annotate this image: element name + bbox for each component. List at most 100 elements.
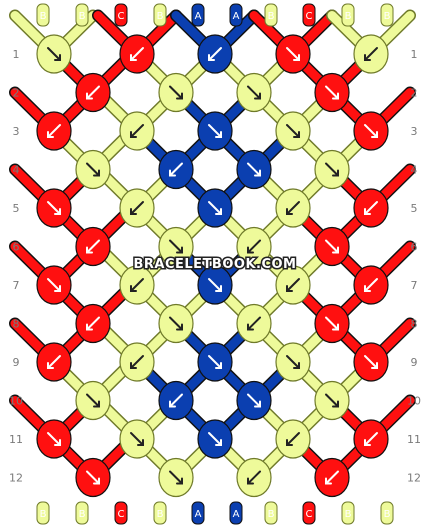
knot-direction-arrow-icon	[364, 355, 378, 369]
knot-direction-arrowhead-icon	[254, 400, 261, 408]
string-bottom	[36, 501, 50, 525]
knot-direction-arrowhead-icon	[130, 131, 137, 138]
row-number-left: 8	[13, 318, 20, 331]
string-bottom-label: C	[306, 509, 313, 520]
string-bottom	[153, 501, 167, 525]
knot-direction-arrowhead-icon	[364, 208, 371, 215]
knot-direction-arrowhead-icon	[215, 208, 222, 215]
row-number-left: 5	[13, 202, 20, 215]
string-bottom	[302, 501, 316, 525]
string-bottom-label: B	[157, 509, 164, 520]
knot-direction-arrow-icon	[208, 47, 222, 61]
knot-direction-arrowhead-icon	[371, 131, 378, 138]
row-number-right: 12	[407, 472, 421, 485]
knot-direction-arrow-icon	[325, 85, 339, 100]
row-number-right: 11	[407, 433, 421, 446]
knot-direction-arrowhead-icon	[247, 246, 254, 254]
row-number-right: 8	[411, 318, 418, 331]
knot-direction-arrowhead-icon	[332, 169, 339, 177]
knot-direction-arrowhead-icon	[286, 208, 293, 215]
knot-direction-arrow-icon	[325, 162, 339, 177]
knot-direction-arrowhead-icon	[176, 92, 183, 100]
knot-direction-arrowhead-icon	[47, 131, 54, 138]
knot-direction-arrowhead-icon	[364, 439, 371, 446]
knot-direction-arrow-icon	[169, 85, 183, 100]
knot-direction-arrowhead-icon	[176, 246, 183, 254]
string-bottom-label: B	[345, 509, 352, 520]
knot-direction-arrowhead-icon	[364, 285, 371, 292]
knot-direction-arrow-icon	[364, 201, 378, 215]
knot-direction-arrowhead-icon	[169, 400, 176, 408]
row-number-right: 1	[411, 48, 418, 61]
string-top	[302, 3, 316, 27]
knot-direction-arrowhead-icon	[93, 169, 100, 177]
knot-direction-arrowhead-icon	[254, 169, 261, 177]
knot-direction-arrowhead-icon	[54, 439, 61, 446]
knot-direction-arrowhead-icon	[47, 362, 54, 369]
row-number-left: 9	[13, 356, 20, 369]
knot-direction-arrow-icon	[325, 470, 339, 485]
string-top	[114, 3, 128, 27]
row-number-right: 7	[411, 279, 418, 292]
knot-direction-arrowhead-icon	[247, 323, 254, 331]
string-top-label: B	[268, 11, 275, 22]
knot-direction-arrow-icon	[247, 393, 261, 408]
knot-direction-arrowhead-icon	[130, 54, 137, 61]
knot-direction-arrowhead-icon	[54, 285, 61, 292]
knot-direction-arrow-icon	[130, 432, 144, 446]
knot-direction-arrow-icon	[208, 201, 222, 215]
string-top-label: B	[79, 11, 86, 22]
knot-direction-arrow-icon	[208, 355, 222, 369]
knot-direction-arrowhead-icon	[364, 54, 371, 61]
string-top	[153, 3, 167, 27]
row-number-left: 4	[13, 164, 20, 177]
string-top	[380, 3, 394, 27]
knot-grid	[36, 34, 389, 498]
knot-direction-arrowhead-icon	[247, 477, 254, 485]
knot-direction-arrowhead-icon	[293, 362, 300, 369]
knot-direction-arrow-icon	[286, 201, 300, 215]
string-bottom-label: B	[79, 509, 86, 520]
row-number-right: 5	[411, 202, 418, 215]
string-bottom	[114, 501, 128, 525]
string-bottom-label: B	[384, 509, 391, 520]
string-bottom	[75, 501, 89, 525]
knot-direction-arrow-icon	[208, 124, 222, 138]
row-number-left: 10	[9, 395, 23, 408]
knot-direction-arrow-icon	[47, 278, 61, 292]
knot-direction-arrow-icon	[208, 278, 222, 292]
thread-segments	[9, 9, 416, 484]
knot-direction-arrow-icon	[86, 162, 100, 177]
knot-direction-arrowhead-icon	[208, 54, 215, 61]
string-top-label: C	[306, 11, 313, 22]
knot-direction-arrowhead-icon	[130, 208, 137, 215]
watermark: BRACELETBOOK.COM	[134, 257, 297, 272]
knot-direction-arrowhead-icon	[332, 323, 339, 331]
string-bottom	[229, 501, 243, 525]
string-top-label: B	[40, 11, 47, 22]
knot-direction-arrowhead-icon	[371, 362, 378, 369]
knot-direction-arrow-icon	[86, 393, 100, 408]
string-bottom-label: B	[268, 509, 275, 520]
knot-direction-arrowhead-icon	[169, 169, 176, 177]
knot-direction-arrow-icon	[130, 278, 144, 292]
knot-direction-arrow-icon	[169, 239, 183, 254]
knot-direction-arrow-icon	[47, 201, 61, 215]
knot-direction-arrow-icon	[130, 201, 144, 215]
knot-direction-arrowhead-icon	[86, 246, 93, 254]
knot-direction-arrowhead-icon	[54, 208, 61, 215]
row-number-right: 4	[411, 164, 418, 177]
knot-direction-arrow-icon	[130, 124, 144, 138]
knot-direction-arrowhead-icon	[215, 285, 222, 292]
string-bottom	[264, 501, 278, 525]
row-number-right: 2	[411, 87, 418, 100]
knot-direction-arrow-icon	[169, 162, 183, 177]
knot-direction-arrowhead-icon	[54, 54, 61, 61]
knot-direction-arrow-icon	[247, 316, 261, 331]
knot-direction-arrow-icon	[247, 162, 261, 177]
string-top	[191, 3, 205, 27]
knot-direction-arrow-icon	[286, 432, 300, 446]
knot-direction-arrow-icon	[47, 355, 61, 369]
string-bottom-label: B	[40, 509, 47, 520]
knot-direction-arrow-icon	[47, 124, 61, 138]
